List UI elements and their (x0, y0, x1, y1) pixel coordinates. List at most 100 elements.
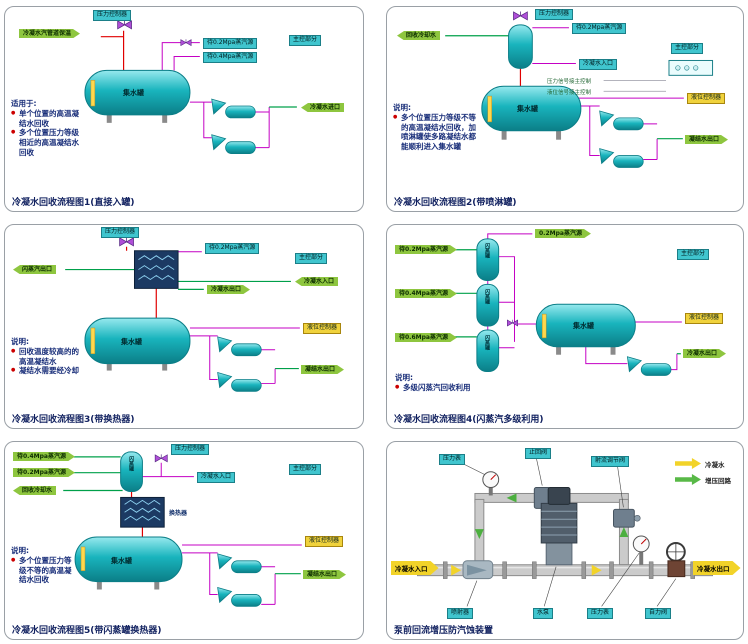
steam-source-label: 待0.2Mpa蒸汽源 (205, 243, 260, 254)
pipes (445, 27, 684, 160)
level-controller-label: 液位控制器 (687, 93, 726, 104)
pump-unit-icon (217, 336, 262, 357)
pressure-controller-label: 压力控制器 (93, 10, 132, 21)
condensate-outlet-arrow: 冷凝水出口 (683, 349, 726, 358)
flow-1-art (84, 19, 297, 154)
legend-condensate-label: 冷凝水 (705, 461, 725, 469)
note-title: 说明: (393, 103, 411, 112)
pressure-gauge-label: 压力表 (587, 608, 614, 619)
flash-tank-icon (476, 283, 500, 327)
condensate-outlet-arrow: 凝结水出口 (301, 365, 344, 374)
main-control-label: 主控部分 (295, 253, 328, 264)
collection-tank-icon (84, 317, 191, 371)
flash-tank-icon (476, 238, 500, 281)
panel-caption: 冷凝水回收流程图2(带喷淋罐) (394, 198, 517, 208)
flash-tank-label: 闪蒸罐 (484, 335, 490, 350)
steam-in-arrow: 待0.6Mpa蒸汽源 (395, 333, 457, 342)
flash-tank-icon (476, 329, 500, 373)
pressure-controller-label: 压力控制器 (171, 444, 210, 455)
note-item: 多个位置压力等级不等的高温凝结水回收，加喷淋罐使多路凝结水都能顺利进入集水罐 (393, 113, 481, 152)
steam-in-arrow: 待0.2Mpa蒸汽源 (13, 468, 75, 477)
flash-steam-outlet-arrow: 闪蒸汽出口 (13, 265, 57, 275)
note-title: 说明: (11, 546, 29, 555)
panel-caption: 冷凝水回收流程图4(闪蒸汽多级利用) (394, 415, 544, 425)
legend-boost-label: 增压回路 (705, 477, 731, 485)
control-valve-icon (119, 236, 134, 247)
self-valve-label: 自力阀 (645, 608, 672, 619)
flow-5-art (63, 451, 302, 607)
pressure-controller-label: 压力控制器 (101, 227, 140, 238)
condensate-inlet-arrow: 冷凝水进口 (301, 103, 345, 113)
ejector-label: 喷射器 (447, 608, 474, 619)
explanation-notes: 说明: 多个位置压力等级不等的高温凝结水回收，加喷淋罐使多路凝结水都能顺利进入集… (393, 103, 481, 152)
note-item: 多级闪蒸汽回收利用 (395, 383, 473, 393)
control-cabinet-icon (668, 59, 714, 76)
insulation-note-arrow: 冷凝水汽管道保温 (19, 29, 80, 38)
collection-tank-icon (481, 85, 582, 140)
pump-unit-icon (626, 356, 672, 376)
tank-label: 集水罐 (111, 557, 132, 565)
usage-item: 单个位置的高温凝结水回收 (11, 109, 83, 129)
usage-item: 多个位置压力等级相近的高温凝结水回收 (11, 128, 83, 157)
panel-caption: 冷凝水回收流程图5(带闪蒸罐换热器) (12, 626, 162, 636)
explanation-notes: 说明: 多个位置压力等级不等的高温凝结水回收 (11, 546, 73, 585)
spray-tank-icon (508, 24, 533, 69)
jet-valve-label: 射流调节阀 (591, 456, 630, 467)
pump-unit-icon (599, 110, 644, 131)
level-controller-label: 液位控制器 (303, 323, 342, 334)
pipes (451, 233, 682, 371)
note-item: 多个位置压力等级不等的高温凝结水回收 (11, 556, 73, 585)
flow-2-art (445, 11, 714, 168)
panel-flow-1: 冷凝水汽管道保温 压力控制器 待0.2Mpa蒸汽源 待0.4Mpa蒸汽源 主控部… (4, 6, 364, 212)
steam-source-label: 待0.4Mpa蒸汽源 (203, 52, 258, 63)
level-controller-label: 液位控制器 (685, 313, 724, 324)
tank-label: 集水罐 (573, 322, 594, 330)
pump-unit-icon (217, 553, 262, 574)
note-item: 回收温度较高的的高温凝结水 (11, 347, 83, 367)
pressure-gauge-icon (462, 463, 500, 496)
panel-flow-4: 待0.2Mpa蒸汽源 待0.4Mpa蒸汽源 待0.6Mpa蒸汽源 0.2Mpa蒸… (386, 224, 744, 429)
panel-caption: 冷凝水回收流程图3(带换热器) (12, 415, 135, 425)
flash-tank-icon (120, 451, 143, 492)
panel-flow-5: 待0.4Mpa蒸汽源 待0.2Mpa蒸汽源 回收冷却水 压力控制器 闪蒸罐 换热… (4, 441, 364, 640)
pump-unit-icon (599, 148, 644, 168)
main-control-label: 主控部分 (289, 464, 322, 475)
pump-unit-icon (217, 372, 262, 392)
explanation-notes: 说明: 回收温度较高的的高温凝结水 凝结水需要经冷却 (11, 337, 83, 376)
pressure-gauge-label: 压力表 (439, 454, 466, 465)
tank-label: 集水罐 (121, 338, 142, 346)
panel-caption: 泵前回流增压防汽蚀装置 (394, 626, 494, 636)
flow-3-art (65, 236, 300, 392)
panel-flow-2: 回收冷却水 压力控制器 待0.2Mpa蒸汽源 冷凝水入口 压力信号接主控制 液位… (386, 6, 744, 212)
main-control-label: 主控部分 (677, 249, 710, 260)
steam-source-label: 待0.2Mpa蒸汽源 (203, 38, 258, 49)
anticavitation-art (417, 457, 713, 607)
heat-exchanger-icon (133, 250, 179, 289)
heat-exchanger-label: 换热器 (169, 510, 188, 517)
pipes (63, 456, 302, 605)
panel-anticavitation: 压力表 止回阀 射流调节阀 冷凝水 增压回路 冷凝水入口 冷凝水出口 喷射器 水… (386, 441, 744, 640)
legend-condensate-arrow-icon (675, 458, 701, 469)
pipes (65, 246, 300, 384)
control-valve-icon (513, 11, 528, 21)
condensate-inlet-label: 冷凝水入口 (197, 472, 236, 483)
collection-tank-icon (74, 536, 183, 590)
pump-unit-icon (211, 134, 256, 154)
panel-flow-3: 压力控制器 闪蒸汽出口 待0.2Mpa蒸汽源 冷凝水入口 冷凝水出口 主控部分 … (4, 224, 364, 429)
note-title: 说明: (395, 373, 413, 382)
collection-tank-icon (535, 303, 636, 355)
condensate-outlet-arrow: 凝结水出口 (685, 135, 728, 144)
level-signal-label: 液位信号接主控制 (547, 90, 592, 96)
condensate-outlet-label: 冷凝水出口 (693, 561, 741, 575)
pipes (100, 30, 297, 149)
flash-tank-label: 闪蒸罐 (484, 243, 490, 258)
collection-tank-icon (84, 69, 191, 123)
pressure-signal-label: 压力信号接主控制 (547, 79, 592, 85)
flow-4-art (451, 233, 682, 376)
flash-tank-label: 闪蒸罐 (128, 456, 134, 471)
explanation-notes: 说明: 多级闪蒸汽回收利用 (395, 373, 473, 393)
condensate-in-arrow: 冷凝水入口 (295, 277, 339, 287)
usage-title: 适用于: (11, 99, 37, 108)
condensate-inlet-label: 冷凝水入口 (391, 561, 439, 575)
